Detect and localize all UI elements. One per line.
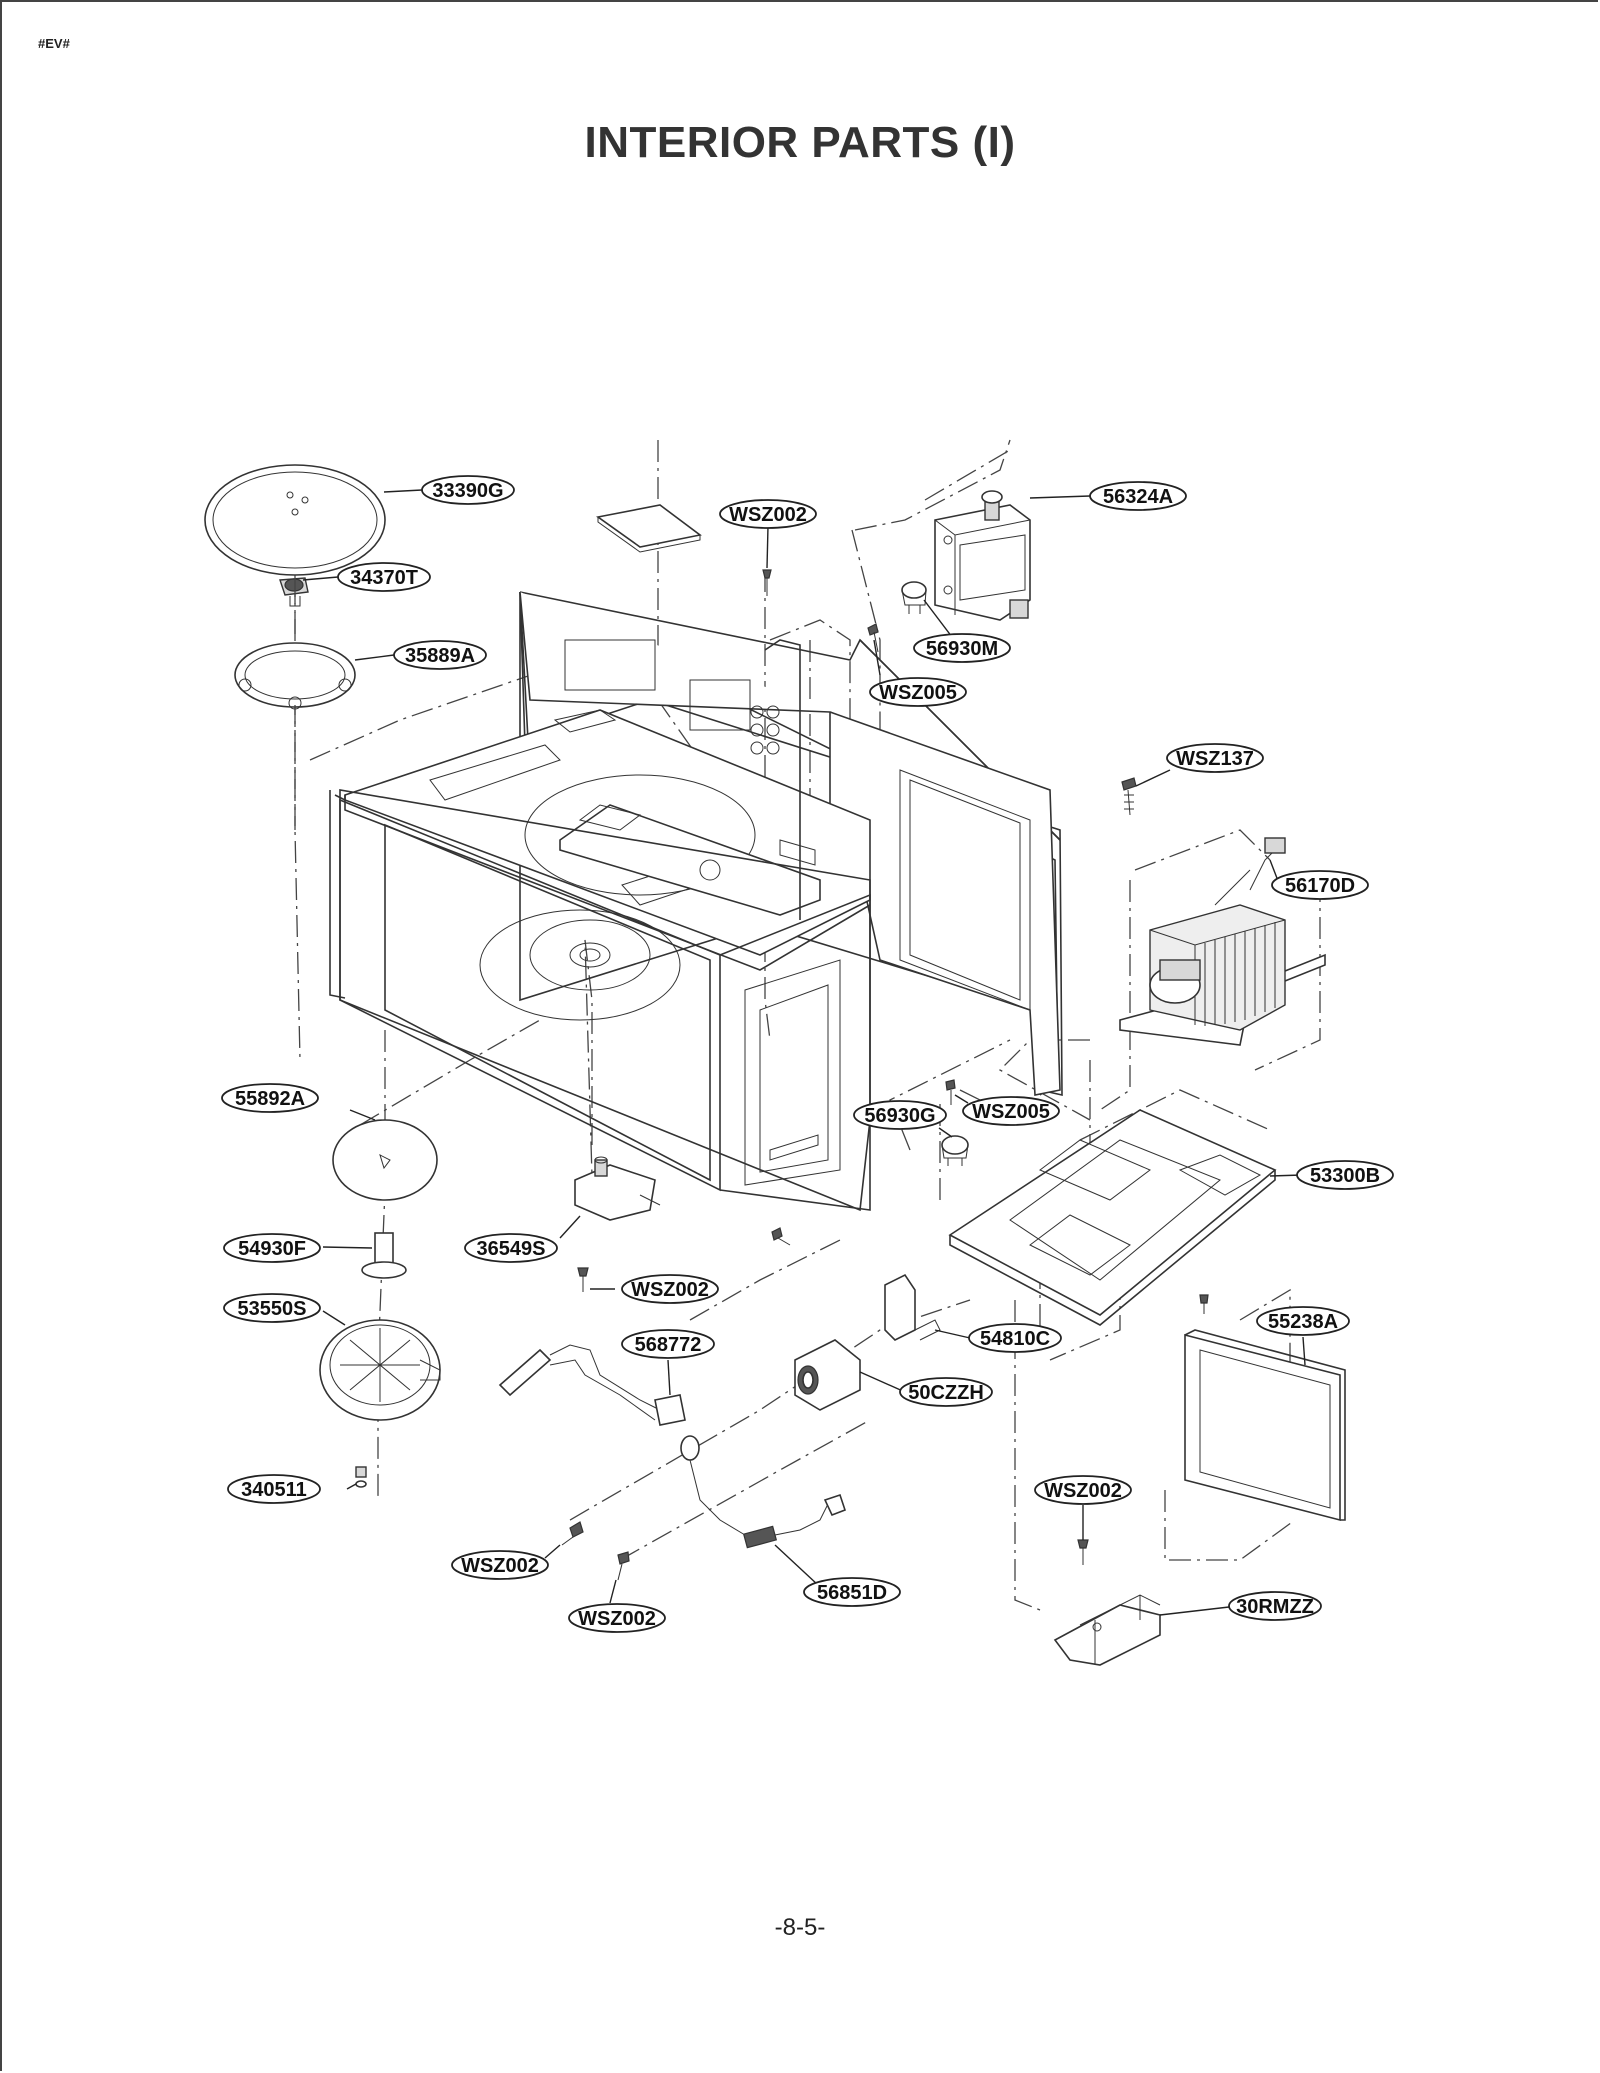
- screw-cavity: [771, 1227, 791, 1246]
- callout-label: 56930G: [864, 1105, 935, 1127]
- document-code: #EV#: [38, 36, 70, 51]
- callout-label: 340511: [241, 1479, 307, 1501]
- callout-340511: 340511: [227, 1474, 321, 1504]
- callout-label: 53300B: [1310, 1165, 1380, 1187]
- screw-transformer: [1121, 777, 1137, 816]
- callout-label: 56851D: [817, 1582, 887, 1604]
- screw-magnetron: [867, 623, 879, 653]
- callout-56324A: 56324A: [1089, 481, 1187, 511]
- callout-label: WSZ005: [879, 682, 957, 704]
- callout-label: 54810C: [980, 1328, 1050, 1350]
- capacitor-bracket-drawing: [884, 1273, 941, 1341]
- callout-label: WSZ002: [729, 504, 807, 526]
- callout-label: 30RMZZ: [1236, 1596, 1314, 1618]
- magnetron-drawing: [934, 490, 1031, 621]
- stirrer-cover-drawing: [319, 1319, 441, 1421]
- rectifier-bracket-drawing: [1053, 1594, 1161, 1666]
- callout-56170D: 56170D: [1271, 870, 1369, 900]
- stirrer-nut-drawing: [355, 1466, 367, 1488]
- callout-56851D: 56851D: [803, 1577, 901, 1607]
- screw-plate-right: [1199, 1294, 1209, 1314]
- screw-top: [762, 569, 772, 596]
- callout-WSZ002-motor: WSZ002: [621, 1274, 719, 1304]
- page-number: -8-5-: [774, 1914, 826, 1941]
- transformer-drawing: [1119, 837, 1326, 1046]
- callout-label: WSZ137: [1176, 748, 1254, 770]
- callout-35889A: 35889A: [393, 640, 487, 670]
- callout-label: 55238A: [1268, 1311, 1338, 1333]
- callout-36549S: 36549S: [464, 1233, 558, 1263]
- screw-motor: [577, 1267, 589, 1292]
- callout-55892A: 55892A: [221, 1083, 319, 1113]
- callout-label: 50CZZH: [908, 1382, 984, 1404]
- callout-label: WSZ002: [631, 1279, 709, 1301]
- callout-54930F: 54930F: [223, 1233, 321, 1263]
- wire-harness-drawing: [498, 1344, 686, 1426]
- callout-WSZ137: WSZ137: [1166, 743, 1264, 773]
- callout-34370T: 34370T: [337, 562, 431, 592]
- base-plate-drawing: [948, 1109, 1277, 1326]
- callout-label: 53550S: [238, 1298, 307, 1320]
- callout-label: WSZ002: [461, 1555, 539, 1577]
- callout-label: 56324A: [1103, 486, 1173, 508]
- screw-lower-right: [1077, 1539, 1089, 1565]
- screw-lower-a: [561, 1521, 584, 1546]
- callout-56930G: 56930G: [853, 1100, 947, 1130]
- thermostat-cavity-drawing: [941, 1135, 969, 1166]
- turntable-motor-drawing: [574, 1156, 661, 1221]
- callout-WSZ002-lower-right: WSZ002: [1034, 1475, 1132, 1505]
- screw-lower-b: [617, 1551, 630, 1581]
- page-title: INTERIOR PARTS (I): [584, 118, 1016, 167]
- stirrer-blade-drawing: [332, 1119, 438, 1201]
- top-cover-drawing: [596, 504, 702, 553]
- callout-label: 36549S: [477, 1238, 546, 1260]
- callout-568772: 568772: [621, 1329, 715, 1359]
- capacitor-drawing: [794, 1339, 861, 1411]
- callout-label: 33390G: [432, 480, 503, 502]
- callout-55238A: 55238A: [1256, 1306, 1350, 1336]
- cavity-frame-drawing: [329, 591, 1063, 1212]
- callout-label: 34370T: [350, 567, 418, 589]
- screw-thermostat: [945, 1079, 956, 1105]
- roller-ring-drawing: [234, 642, 356, 710]
- callout-53550S: 53550S: [223, 1293, 321, 1323]
- callout-WSZ002-lower-b: WSZ002: [568, 1603, 666, 1633]
- callout-53300B: 53300B: [1296, 1160, 1394, 1190]
- coupler-drawing: [279, 577, 309, 607]
- callout-label: 35889A: [405, 645, 475, 667]
- callout-label: WSZ002: [1044, 1480, 1122, 1502]
- diode-drawing: [680, 1435, 847, 1549]
- callout-label: 568772: [635, 1334, 702, 1356]
- callout-label: WSZ005: [972, 1101, 1050, 1123]
- callout-54810C: 54810C: [968, 1323, 1062, 1353]
- callout-label: 56170D: [1285, 875, 1355, 897]
- tray-drawing: [204, 464, 386, 576]
- callout-30RMZZ: 30RMZZ: [1228, 1591, 1322, 1621]
- callout-WSZ002-lower-a: WSZ002: [451, 1550, 549, 1580]
- callout-label: 55892A: [235, 1088, 305, 1110]
- callout-50CZZH: 50CZZH: [899, 1377, 993, 1407]
- callout-WSZ005-magnetron: WSZ005: [869, 677, 967, 707]
- callout-33390G: 33390G: [421, 475, 515, 505]
- panel-drawing: [1184, 1329, 1346, 1522]
- callout-label: 54930F: [238, 1238, 306, 1260]
- callout-label: 56930M: [926, 638, 998, 660]
- stirrer-shaft-drawing: [361, 1232, 407, 1279]
- callout-WSZ002-top: WSZ002: [719, 499, 817, 529]
- callout-WSZ005-thermostat: WSZ005: [962, 1096, 1060, 1126]
- thermostat-magnetron-drawing: [901, 581, 927, 614]
- callout-label: WSZ002: [578, 1608, 656, 1630]
- callout-56930M: 56930M: [913, 633, 1011, 663]
